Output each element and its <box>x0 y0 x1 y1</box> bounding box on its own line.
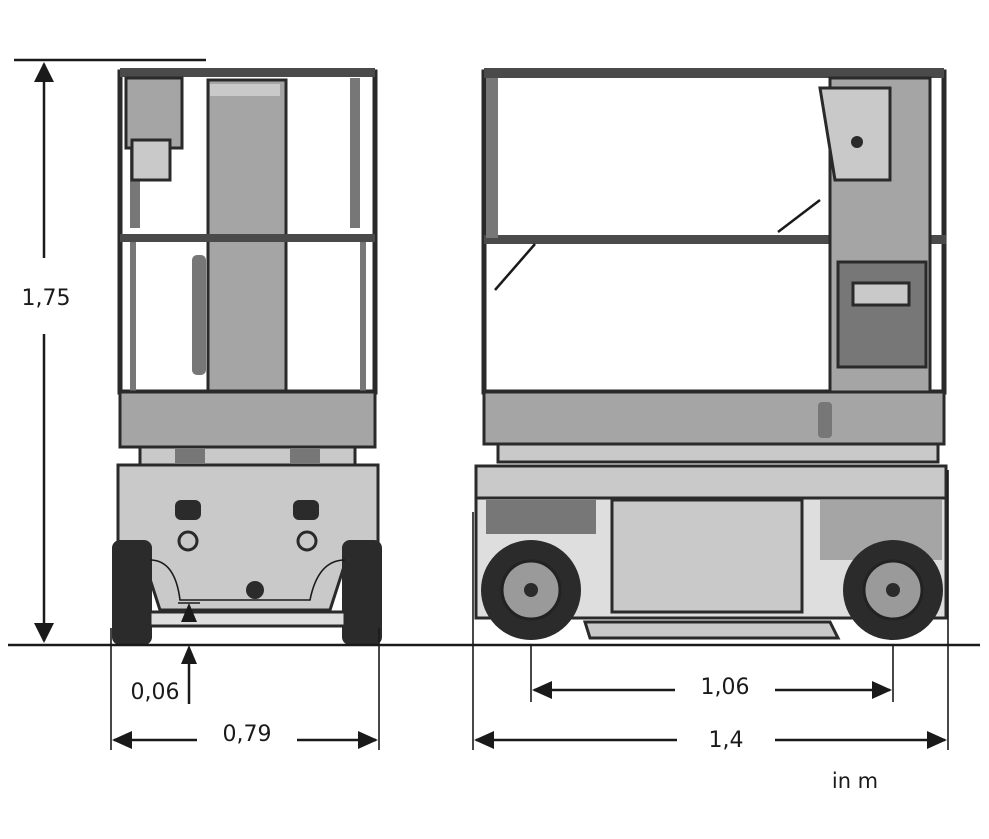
front-width-dimension: 0,79 <box>110 628 380 750</box>
ground-clearance-label: 0,06 <box>131 680 180 705</box>
wheelbase-dimension: 1,06 <box>530 645 894 702</box>
height-label: 1,75 <box>22 286 71 311</box>
front-control-box <box>124 76 184 150</box>
side-chassis-top <box>474 464 948 500</box>
ground-clearance-dimension: 0,06 <box>131 602 200 705</box>
front-left-tyre <box>112 540 152 645</box>
side-battery-box <box>610 498 804 614</box>
front-width-label: 0,79 <box>223 722 272 747</box>
front-platform <box>118 390 377 449</box>
front-view <box>112 68 382 645</box>
side-ground-control <box>836 260 928 369</box>
length-dimension: 1,4 <box>472 470 949 753</box>
side-platform <box>482 390 946 446</box>
front-handle <box>192 255 206 375</box>
length-label: 1,4 <box>709 728 744 753</box>
wheelbase-label: 1,06 <box>701 675 750 700</box>
height-dimension: 1,75 <box>22 62 71 643</box>
side-control-panel <box>818 86 892 182</box>
side-mid-rail <box>484 235 946 244</box>
front-right-tyre <box>342 540 382 645</box>
unit-note: in m <box>832 769 878 793</box>
front-mid-rail <box>120 234 375 242</box>
side-view <box>474 68 948 640</box>
